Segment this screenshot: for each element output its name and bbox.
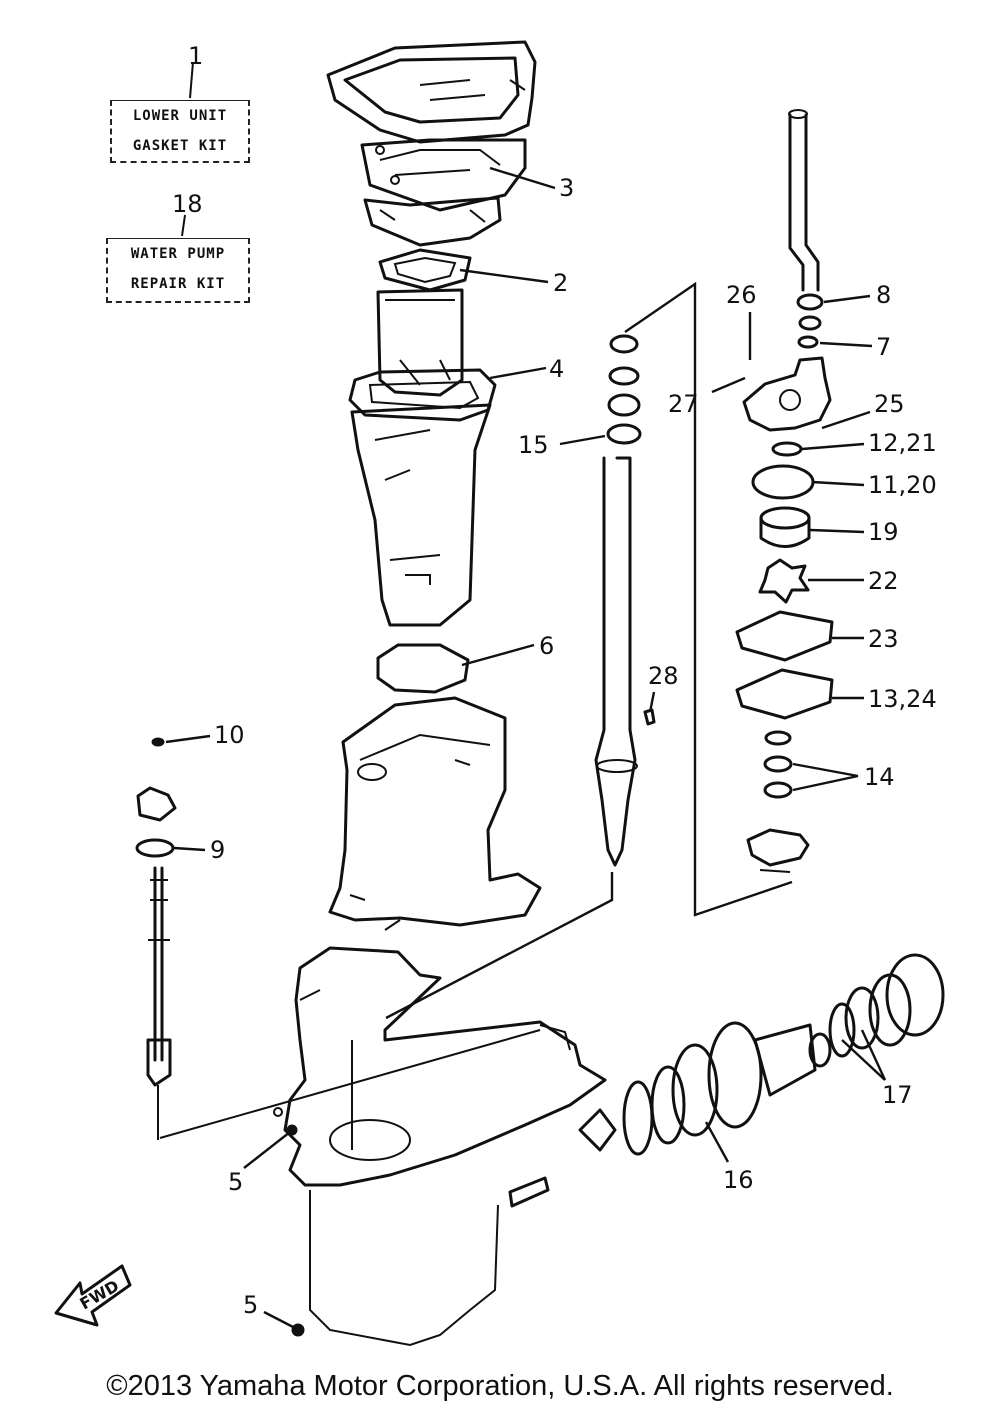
callout-23: 23 — [868, 625, 899, 653]
exhaust-pipe — [376, 288, 464, 397]
oil-seal-housing — [746, 828, 810, 873]
kit-1-line-1: LOWER UNIT — [132, 108, 228, 124]
shift-rod — [135, 737, 177, 1140]
part-22-impeller — [758, 558, 810, 604]
callout-15: 15 — [518, 431, 549, 459]
kit-18-number: 18 — [172, 190, 203, 218]
kit-18-line-2: REPAIR KIT — [130, 276, 226, 292]
callout-25: 25 — [874, 390, 905, 418]
part-19-insert-cartridge — [759, 506, 811, 548]
callout-7: 7 — [876, 333, 892, 361]
callout-6: 6 — [539, 632, 555, 660]
callout-28: 28 — [648, 662, 679, 690]
oil-pan — [350, 403, 492, 627]
part-12-21-seal — [771, 441, 803, 457]
callout-3: 3 — [559, 174, 575, 202]
callout-26: 26 — [726, 281, 757, 309]
callout-9: 9 — [210, 836, 226, 864]
part-3-gasket-plate — [360, 138, 527, 212]
copyright-notice: ©2013 Yamaha Motor Corporation, U.S.A. A… — [106, 1370, 894, 1402]
kit-1-number: 1 — [188, 42, 204, 70]
part-28-pin — [643, 708, 656, 726]
part-2-gasket — [378, 248, 472, 292]
upper-casing — [326, 40, 537, 144]
exhaust-guide — [363, 196, 502, 247]
part-6-gasket — [376, 643, 470, 694]
part-5-plug-lower — [291, 1323, 305, 1337]
forward-direction-arrow-icon: FWD — [54, 1264, 132, 1327]
pump-housing — [742, 356, 832, 432]
callout-14: 14 — [864, 763, 895, 791]
part-16-propeller-shaft-assembly — [508, 953, 945, 1208]
callout-2: 2 — [553, 269, 569, 297]
upper-case — [328, 696, 542, 931]
kit-18-line-1: WATER PUMP — [130, 246, 226, 262]
part-23-outer-plate — [735, 610, 834, 662]
part-14-seals — [763, 730, 793, 799]
callout-11-20: 11,20 — [868, 471, 937, 499]
lower-case — [283, 946, 607, 1347]
callout-19: 19 — [868, 518, 899, 546]
exploded-parts-diagram: FWD — [54, 40, 945, 1347]
callout-22: 22 — [868, 567, 899, 595]
part-13-24-gasket — [735, 668, 834, 720]
callout-8: 8 — [876, 281, 892, 309]
callout-4: 4 — [549, 355, 565, 383]
callout-10: 10 — [214, 721, 245, 749]
callout-12-21: 12,21 — [868, 429, 937, 457]
callout-13-24: 13,24 — [868, 685, 937, 713]
drive-shaft — [594, 456, 638, 867]
callout-5-lower: 5 — [243, 1291, 259, 1319]
callout-5-upper: 5 — [228, 1168, 244, 1196]
kit-1-line-2: GASKET KIT — [132, 138, 228, 154]
part-11-20-o-ring — [751, 464, 815, 500]
part-15-and-shaft-parts — [606, 334, 642, 445]
callout-leaders — [165, 166, 887, 1330]
water-pipe — [788, 109, 820, 292]
kit-water-pump-repair: WATER PUMP REPAIR KIT — [106, 238, 250, 303]
pump-grommets — [796, 293, 824, 349]
callout-16: 16 — [723, 1166, 754, 1194]
callout-17: 17 — [882, 1081, 913, 1109]
callout-27: 27 — [668, 390, 699, 418]
kit-lower-unit-gasket: LOWER UNIT GASKET KIT — [110, 100, 250, 163]
